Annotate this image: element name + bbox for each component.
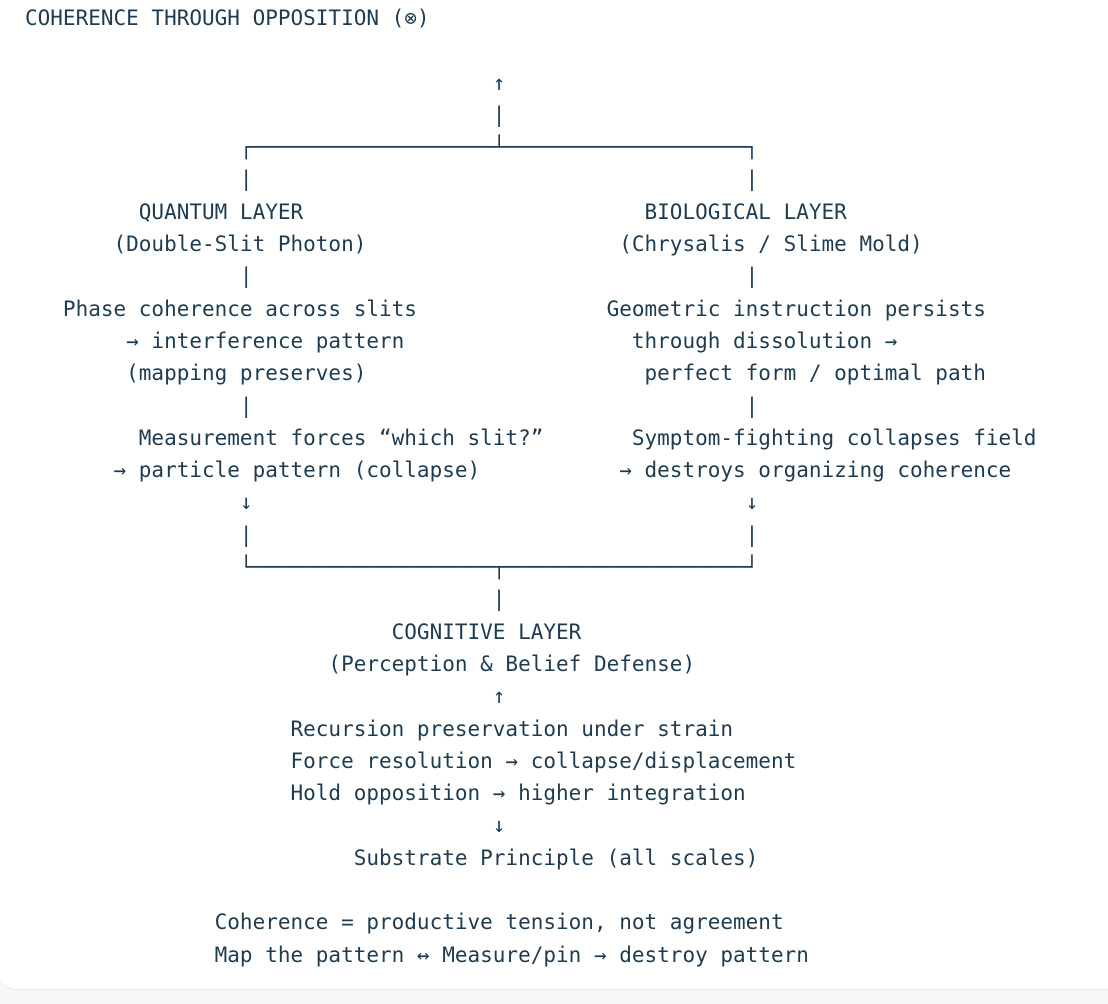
page-background-strip (0, 991, 1108, 1004)
ascii-diagram: COHERENCE THROUGH OPPOSITION (⊗) ↑ | ┌──… (25, 6, 1037, 967)
